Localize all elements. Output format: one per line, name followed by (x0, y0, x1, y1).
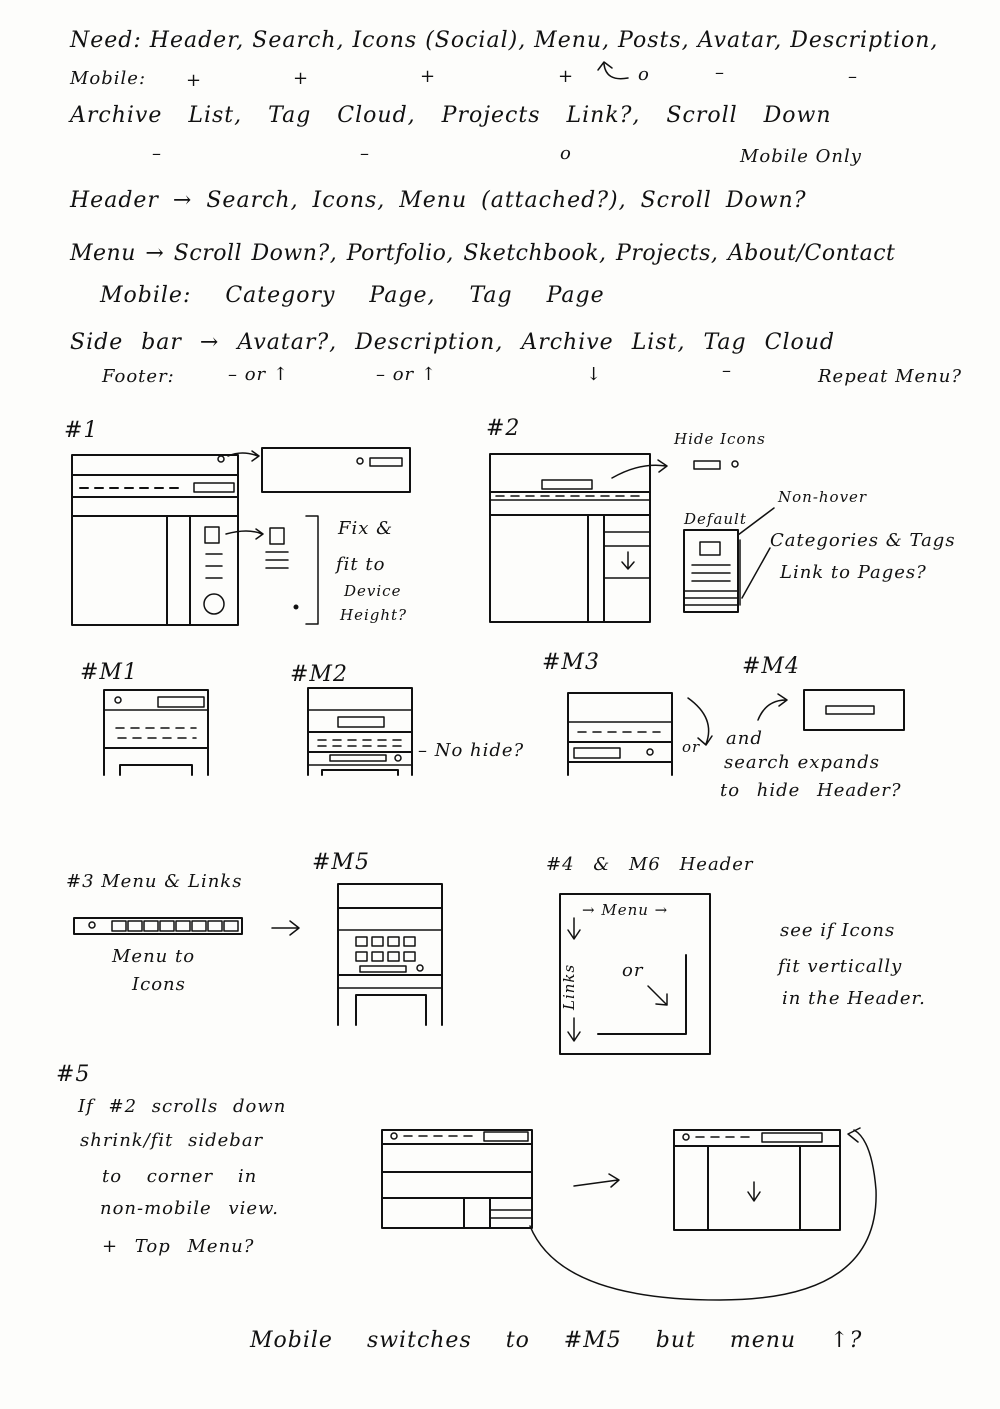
sketch-m4-drawing (757, 689, 905, 731)
top-notes-curl-arrow (597, 61, 629, 80)
sketch-m4-search-expanded (803, 689, 905, 731)
search-icon (416, 964, 424, 972)
sketch-m1-label: #M1 (80, 660, 138, 685)
sketch-m5-drawing (337, 883, 443, 1026)
sketch-4-header (559, 893, 711, 1055)
sketch-1-search-expanded (261, 447, 411, 493)
sketch-m2-note: – No hide? (418, 740, 525, 761)
header-line: Header → Search, Icons, Menu (attached?)… (70, 188, 807, 213)
sketch-1-note-2: fit to (336, 554, 386, 575)
sketch-2-non-hover: Non-hover (778, 488, 868, 506)
sketch-m3-or: or (682, 738, 701, 756)
archive-mark-projects: o (560, 143, 572, 164)
sketch-2-label: #2 (486, 416, 521, 441)
sketch-2-default: Default (684, 510, 747, 528)
sketch-4-or: or (622, 960, 644, 981)
sketch-1-avatar (204, 526, 220, 544)
sketch-4-note-3: in the Header. (782, 988, 926, 1009)
mobile-mark-description: – (848, 66, 858, 87)
search-icon (390, 1132, 398, 1140)
footer-note: Mobile switches to #M5 but menu ↑? (250, 1328, 863, 1353)
sketch-4-note-1: see if Icons (780, 920, 896, 941)
sketch-1-note-3: Device (344, 582, 402, 600)
sketch-m4-label: #M4 (742, 654, 800, 679)
sketch-3-drawing (73, 917, 300, 936)
mobile-label: Mobile: (70, 68, 147, 89)
sketch-m2-label: #M2 (290, 662, 348, 687)
sketch-1-tag-cloud (203, 593, 225, 615)
sketch-3-note-1: Menu to (112, 946, 196, 967)
sidebar-line: Side bar → Avatar?, Description, Archive… (70, 330, 835, 355)
sketch-5-note-1: If #2 scrolls down (78, 1096, 287, 1117)
sketch-1-page (71, 454, 239, 626)
archive-mark-list: – (152, 143, 162, 164)
sketch-2-page (489, 453, 651, 623)
search-icon (682, 1133, 690, 1141)
search-icon (88, 921, 96, 929)
sketch-m3-label: #M3 (542, 650, 600, 675)
archive-line: Archive List, Tag Cloud, Projects Link?,… (70, 103, 832, 128)
sketch-2-cat-tags: Categories & Tags (770, 530, 956, 551)
repeat-menu-note: Repeat Menu? (818, 366, 962, 387)
footer-mark-description: – or ↑ (376, 364, 437, 385)
sketch-2-hide-icons: Hide Icons (674, 430, 766, 448)
mobile-only-note: Mobile Only (740, 146, 862, 167)
sketch-5-label: #5 (56, 1062, 91, 1087)
sketch-2-default-sidebar (683, 529, 739, 613)
menu-line: Menu → Scroll Down?, Portfolio, Sketchbo… (70, 241, 896, 266)
sketch-1-label: #1 (64, 418, 99, 443)
sketch-5-drawing (381, 1127, 877, 1301)
sketch-1-drawing (71, 447, 411, 626)
sketch-3-note-2: Icons (132, 974, 186, 995)
sketch-4-label: #4 & M6 Header (546, 854, 754, 875)
sketch-1-bracket (305, 515, 319, 625)
sketch-1-icons (193, 482, 235, 493)
sketch-m1-drawing (103, 689, 209, 776)
search-icon (646, 748, 654, 756)
footer-mark-avatar: – or ↑ (228, 364, 289, 385)
sketch-5-after (673, 1129, 841, 1231)
sketch-5-note-2: shrink/fit sidebar (80, 1130, 264, 1151)
mobile-mark-menu: + (558, 66, 575, 87)
need-line: Need: Header, Search, Icons (Social), Me… (70, 28, 939, 53)
archive-mark-tag: – (360, 143, 370, 164)
search-icon (356, 457, 364, 465)
footer-mark-archive: ↓ (586, 364, 603, 385)
sketch-2-icons (541, 479, 593, 490)
search-icon (731, 460, 739, 468)
sketch-m4-note-2: search expands (724, 752, 881, 773)
mobile-mark-header: + (186, 70, 203, 91)
sketch-1-note-4: Height? (340, 606, 408, 624)
mobile-mark-avatar: – (715, 62, 725, 83)
sketch-4-menu: → Menu → (582, 901, 669, 919)
sketch-5-before (381, 1129, 533, 1229)
mobile-mark-posts: o (638, 64, 650, 85)
sketch-2-link-pages: Link to Pages? (780, 562, 927, 583)
mobile-mark-icons: + (420, 66, 437, 87)
search-icon (217, 455, 225, 463)
sketch-2-drawing (489, 453, 775, 623)
menu-mobile-line: Mobile: Category Page, Tag Page (100, 283, 605, 308)
sketch-5-note-4: non-mobile view. (100, 1198, 279, 1219)
sketch-m4-note-3: to hide Header? (720, 780, 902, 801)
sketch-3-label: #3 Menu & Links (66, 871, 243, 892)
footer-label: Footer: (102, 366, 175, 387)
sketch-5-note-5: + Top Menu? (102, 1236, 255, 1257)
search-icon (394, 754, 402, 762)
sketch-3-menu-bar (73, 917, 243, 935)
sketch-m5-label: #M5 (312, 850, 370, 875)
sketch-m2-drawing (307, 687, 413, 776)
sketch-5-note-3: to corner in (102, 1166, 258, 1187)
sketch-m4-note-1: and (726, 728, 763, 749)
sketch-4-note-2: fit vertically (778, 956, 903, 977)
mobile-mark-search: + (293, 68, 310, 89)
search-icon (114, 696, 122, 704)
sketch-1-note-1: Fix & (338, 518, 394, 539)
sketch-4-drawing (559, 893, 711, 1055)
sketch-m3-drawing (567, 692, 713, 776)
footer-mark-tag: – (722, 360, 732, 381)
